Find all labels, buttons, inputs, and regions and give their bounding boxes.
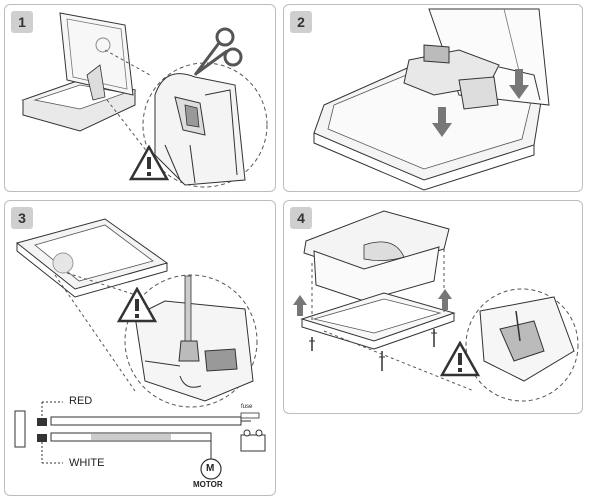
down-arrow-icon: [509, 69, 529, 99]
motor-label: MOTOR: [193, 480, 223, 489]
up-arrow-icon: [293, 295, 307, 316]
step-2-badge: 2: [290, 11, 312, 33]
step-1-panel: 1: [4, 4, 276, 192]
step-3-illustration: [14, 218, 266, 480]
red-wire-label: RED: [69, 395, 93, 407]
step-3-panel: 3 RED WHITE M MOTOR fuse: [4, 200, 276, 496]
white-wire-label: WHITE: [69, 457, 105, 469]
warning-icon: [129, 145, 169, 181]
step-2-panel: 2: [283, 4, 583, 192]
warning-icon: [440, 341, 480, 377]
warning-icon: [117, 287, 157, 323]
step-4-illustration: [300, 210, 579, 402]
step-1-illustration: [21, 12, 268, 188]
motor-symbol: M: [206, 463, 215, 474]
down-arrow-icon: [432, 107, 452, 137]
step-2-illustration: [313, 8, 550, 191]
scissors-icon: [193, 27, 243, 76]
fuse-label: fuse: [241, 404, 253, 410]
step-3-badge: 3: [11, 207, 33, 229]
step-4-panel: 4: [283, 200, 583, 414]
up-arrow-icon: [438, 289, 452, 310]
step-4-badge: 4: [290, 207, 312, 229]
step-1-badge: 1: [11, 11, 33, 33]
